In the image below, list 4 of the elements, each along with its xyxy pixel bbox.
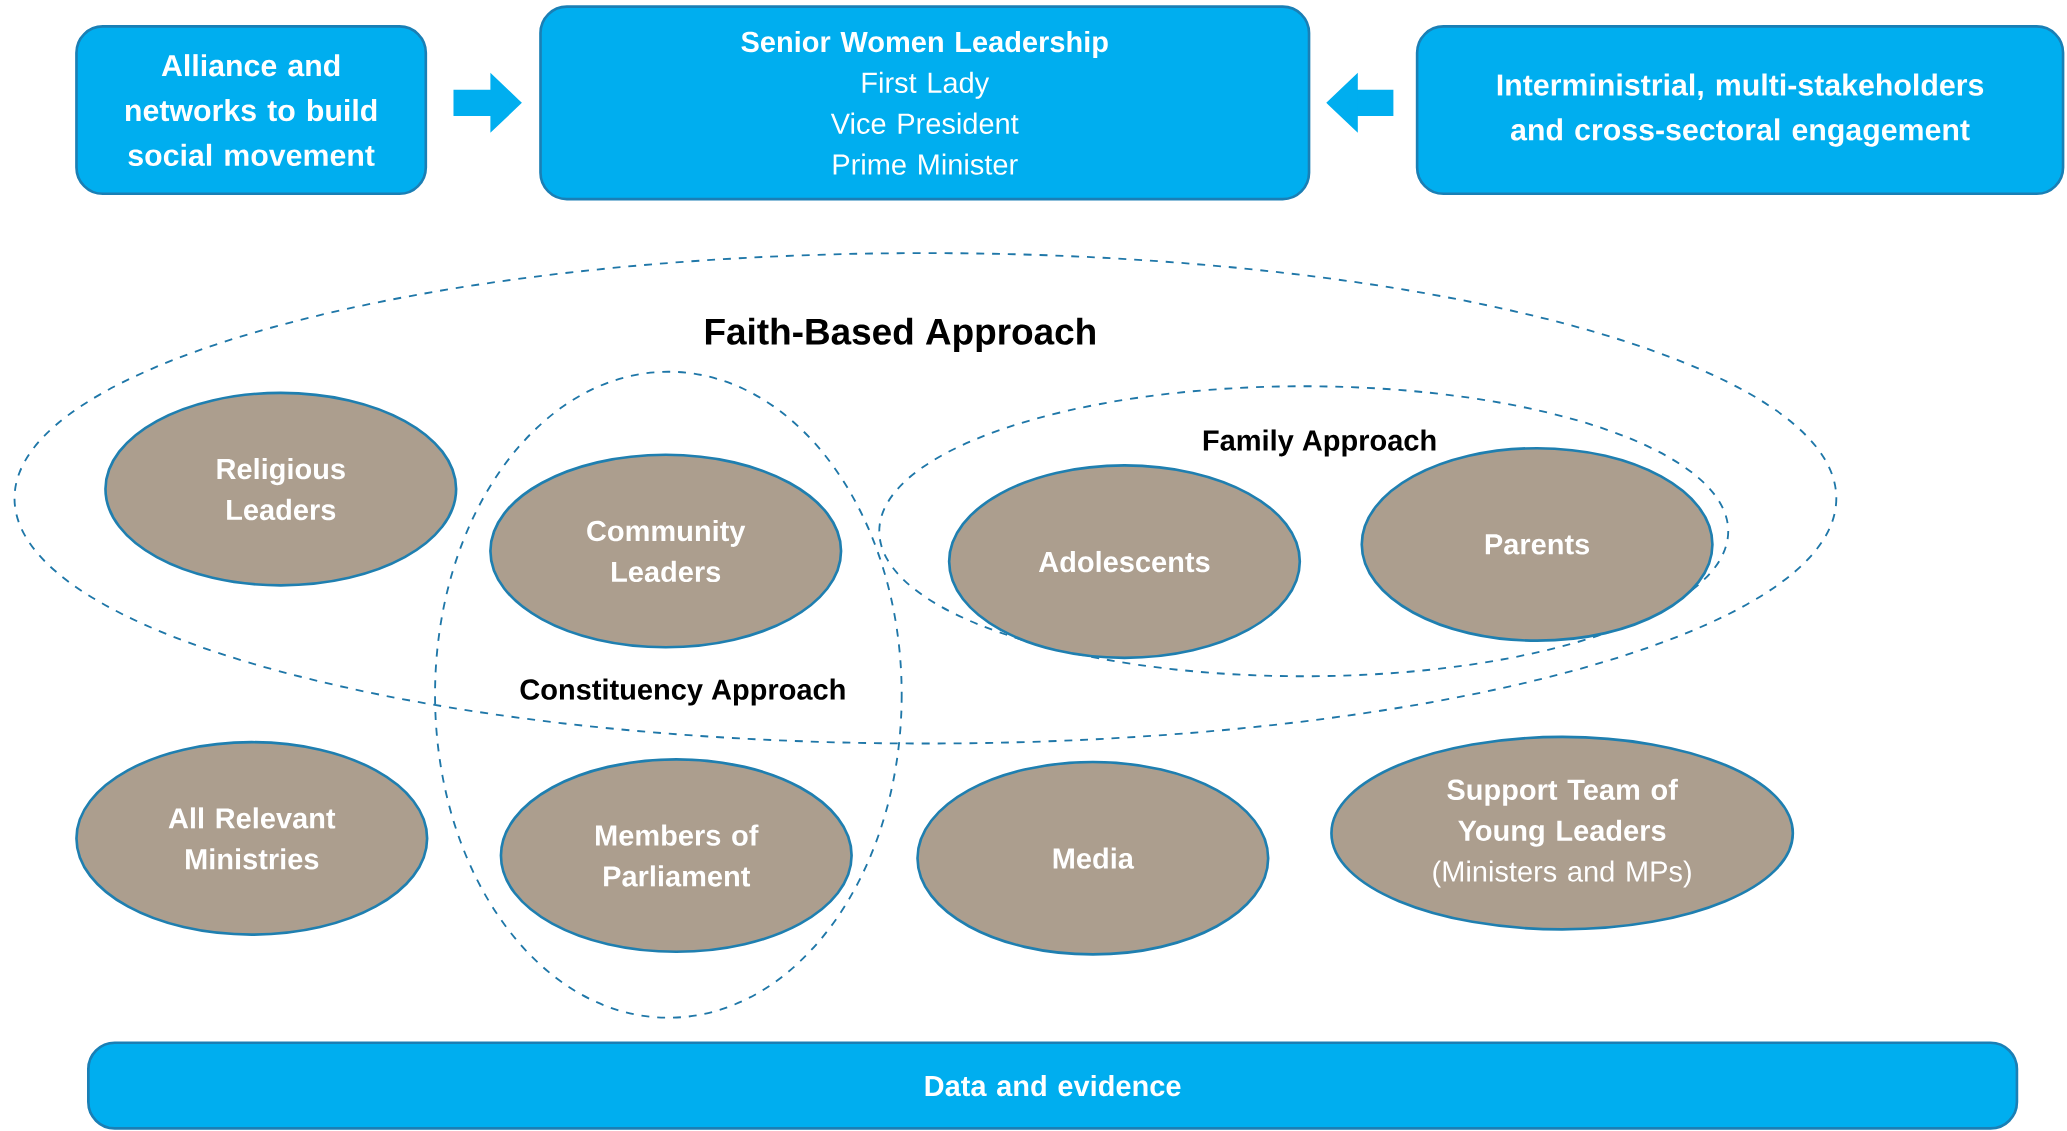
text-box: Interministrial, multi-stakeholders and cross-sectoral engagement [1415, 25, 2065, 196]
text-box: Senior Women Leadership First Lady Vice President Prime Minister [539, 5, 1311, 201]
text-box: Alliance and networks to build social movement [75, 25, 428, 196]
banner-bar: Data and evidence [87, 1041, 2019, 1130]
